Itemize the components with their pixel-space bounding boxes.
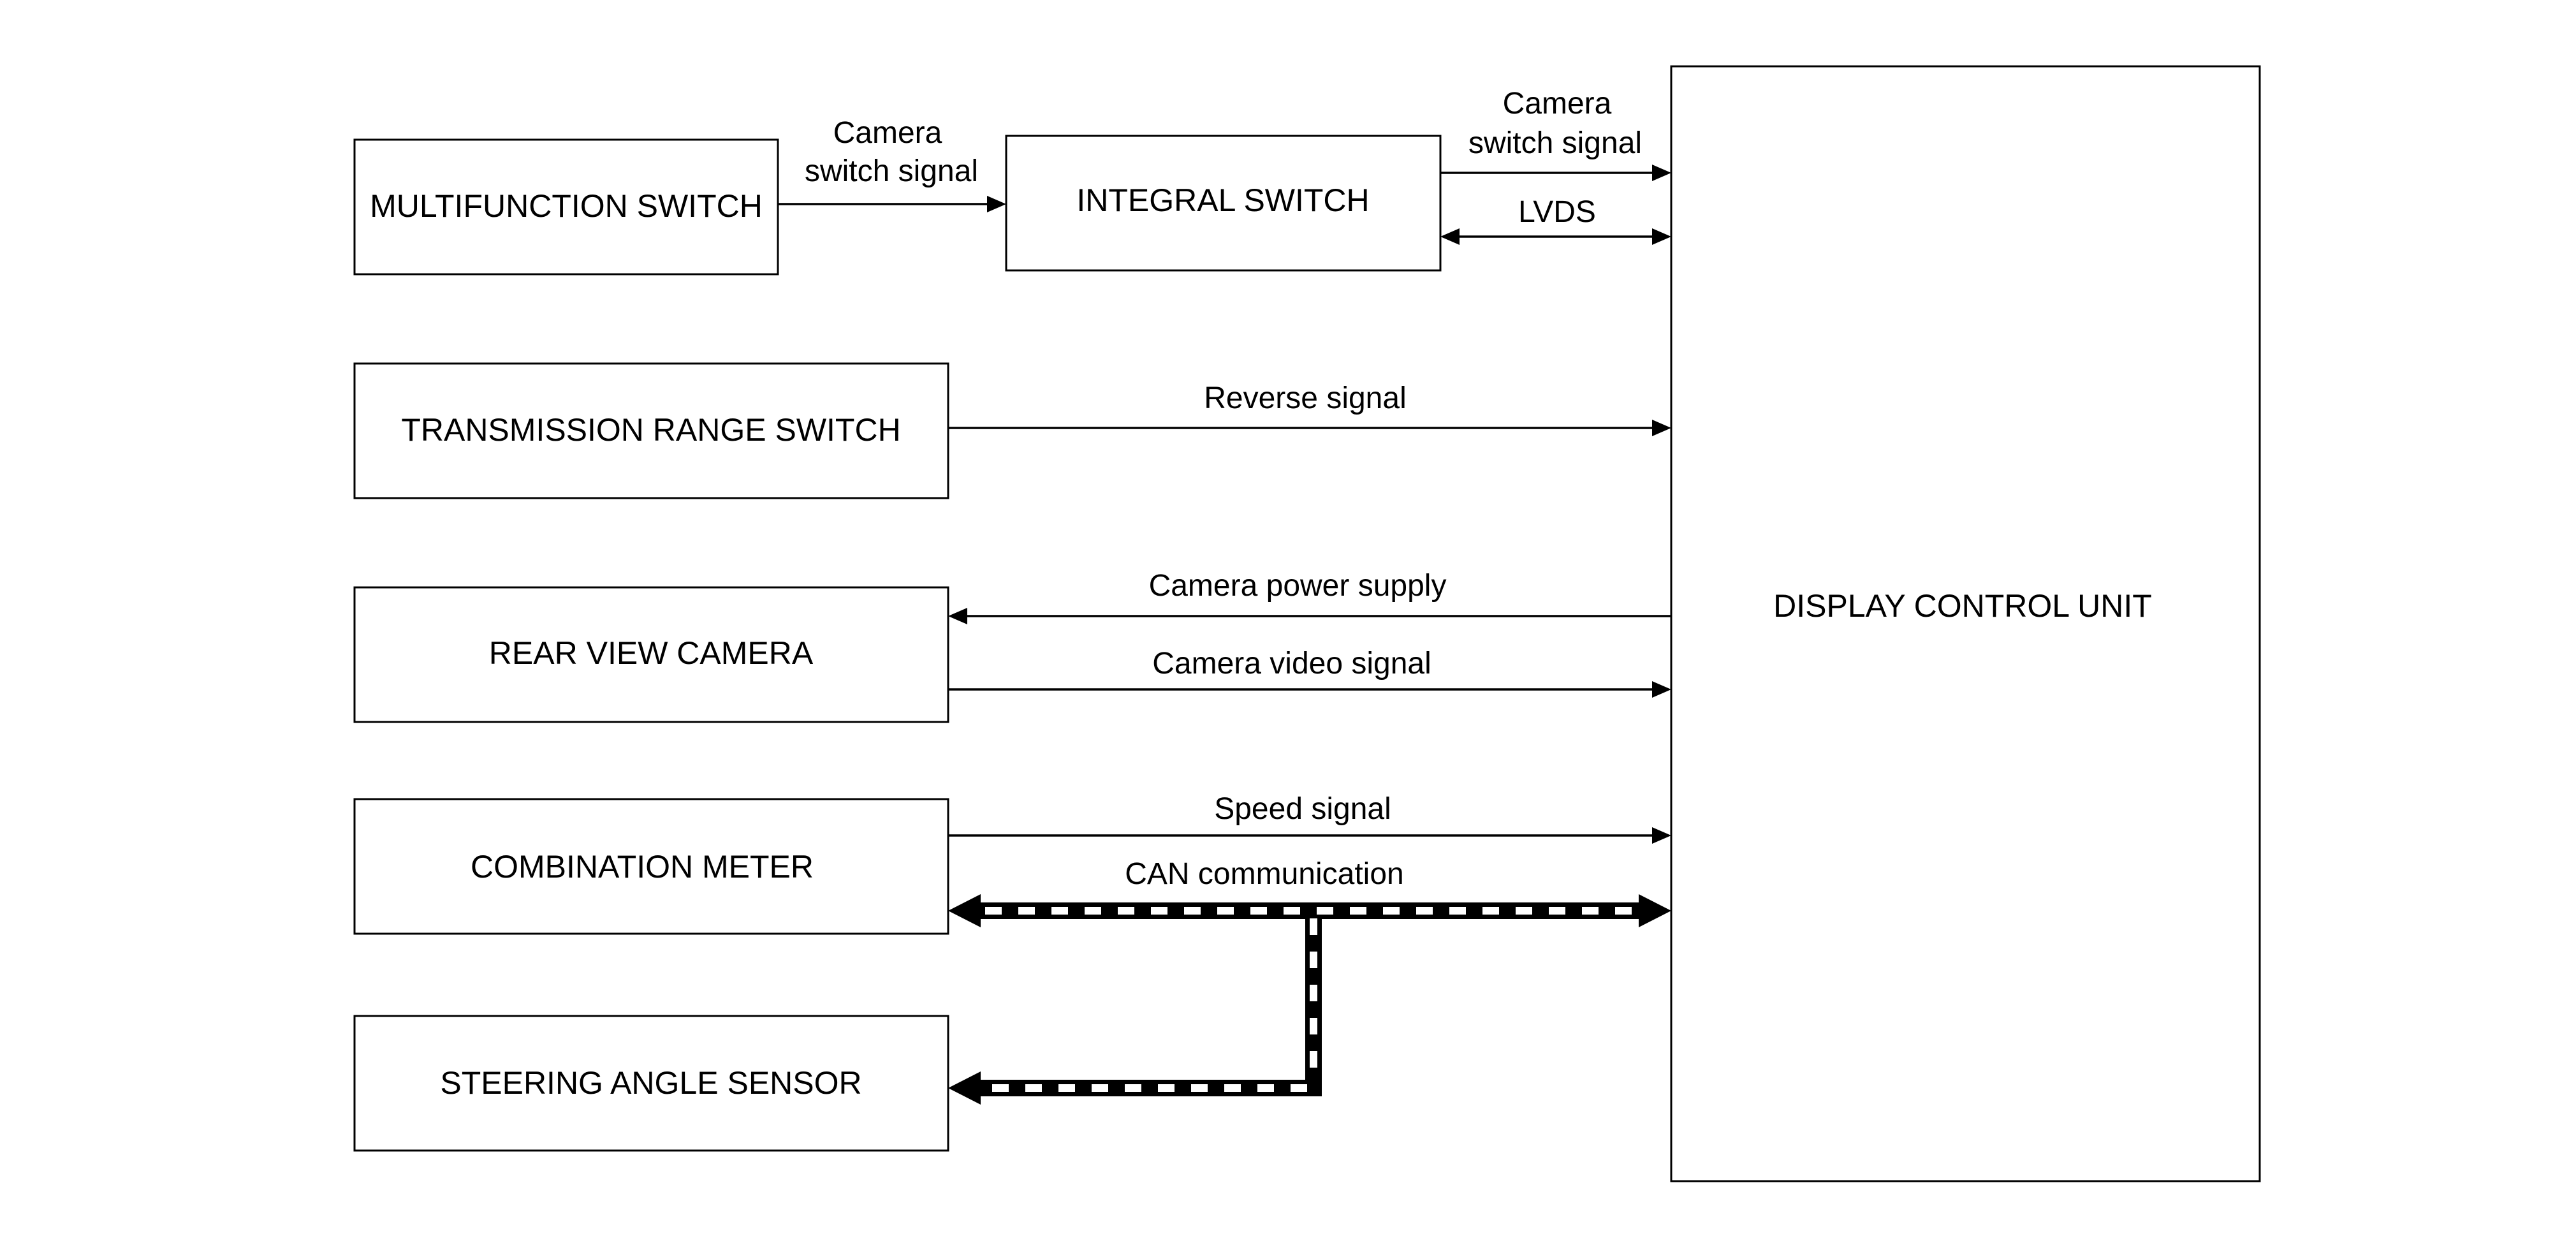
- camera-power-supply-connector: Camera power supply: [948, 569, 1671, 624]
- arrowhead-right-icon: [1652, 827, 1671, 844]
- camera-switch-signal-label-2a: Camera: [1503, 87, 1612, 121]
- lvds-label: LVDS: [1518, 195, 1596, 229]
- rear-view-camera-block: REAR VIEW CAMERA: [353, 586, 949, 723]
- speed-signal-connector: Speed signal: [948, 792, 1671, 844]
- integral-switch-label: INTEGRAL SWITCH: [1076, 182, 1369, 218]
- camera-power-supply-label: Camera power supply: [1149, 569, 1447, 603]
- arrowhead-right-icon: [1639, 894, 1671, 927]
- lvds-connector: LVDS: [1440, 195, 1671, 245]
- camera-video-signal-connector: Camera video signal: [948, 647, 1671, 698]
- combination-meter-block: COMBINATION METER: [353, 798, 949, 935]
- reverse-signal-label: Reverse signal: [1204, 381, 1406, 415]
- multifunction-switch-block: MULTIFUNCTION SWITCH: [353, 138, 779, 276]
- can-communication-label: CAN communication: [1125, 857, 1403, 891]
- display-control-unit-block: DISPLAY CONTROL UNIT: [1670, 65, 2261, 1182]
- rear-view-camera-label: REAR VIEW CAMERA: [489, 635, 814, 671]
- arrowhead-right-icon: [1652, 228, 1671, 245]
- reverse-signal-connector: Reverse signal: [948, 381, 1671, 436]
- arrowhead-right-icon: [987, 196, 1006, 212]
- arrowhead-right-icon: [1652, 165, 1671, 181]
- transmission-range-switch-label: TRANSMISSION RANGE SWITCH: [401, 412, 900, 448]
- camera-switch-signal-label-1b: switch signal: [805, 154, 978, 188]
- camera-switch-signal-label-1a: Camera: [833, 116, 942, 150]
- multifunction-switch-label: MULTIFUNCTION SWITCH: [370, 188, 763, 224]
- arrowhead-right-icon: [1652, 420, 1671, 436]
- speed-signal-label: Speed signal: [1214, 792, 1391, 826]
- camera-switch-signal-label-2b: switch signal: [1468, 126, 1642, 160]
- arrowhead-left-icon: [1440, 228, 1460, 245]
- camera-video-signal-label: Camera video signal: [1152, 647, 1431, 681]
- arrowhead-right-icon: [1652, 681, 1671, 698]
- arrowhead-left-icon: [948, 608, 967, 624]
- arrowhead-left-icon: [948, 894, 981, 927]
- combination-meter-label: COMBINATION METER: [471, 849, 814, 885]
- camera-switch-signal-connector-2: Camera switch signal: [1440, 87, 1671, 181]
- arrowhead-left-icon: [948, 1071, 981, 1105]
- integral-switch-block: INTEGRAL SWITCH: [1005, 135, 1442, 272]
- display-control-unit-label: DISPLAY CONTROL UNIT: [1773, 588, 2152, 624]
- can-communication-bus: CAN communication: [948, 857, 1671, 1105]
- steering-angle-sensor-label: STEERING ANGLE SENSOR: [440, 1065, 861, 1101]
- steering-angle-sensor-block: STEERING ANGLE SENSOR: [353, 1015, 949, 1152]
- transmission-range-switch-block: TRANSMISSION RANGE SWITCH: [353, 362, 949, 499]
- camera-switch-signal-connector-1: Camera switch signal: [778, 116, 1006, 212]
